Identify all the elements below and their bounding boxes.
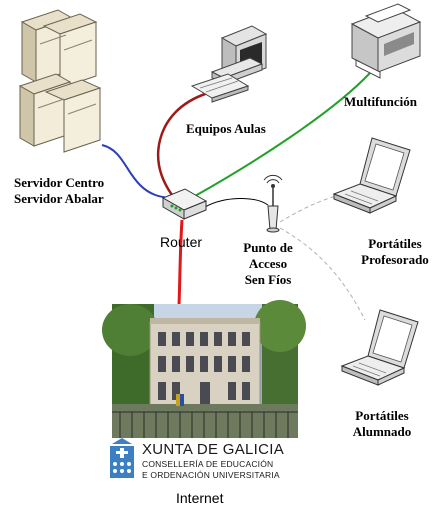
xunta-emblem-icon — [107, 438, 137, 481]
label-portatiles-alumnado: Portátiles Alumnado — [340, 408, 424, 440]
label-punto-acceso-line3: Sen Fíos — [244, 272, 292, 287]
label-servidor: Servidor Centro Servidor Abalar — [14, 175, 104, 207]
label-servidor-line1: Servidor Centro — [14, 175, 105, 190]
label-portatiles-profesorado-line2: Profesorado — [361, 252, 429, 267]
link-multifuncion-router — [194, 72, 371, 197]
label-portatiles-profesorado-line1: Portátiles — [368, 236, 422, 251]
label-punto-acceso-line2: Acceso — [248, 256, 288, 271]
desktop-computer-icon — [190, 25, 268, 103]
router-icon — [161, 188, 208, 220]
label-punto-acceso-line1: Punto de — [243, 240, 293, 255]
label-servidor-line2: Servidor Abalar — [14, 191, 104, 206]
label-portatiles-profesorado: Portátiles Profesorado — [352, 236, 438, 268]
label-portatiles-alumnado-line1: Portátiles — [355, 408, 409, 423]
logo-title: XUNTA DE GALICIA — [142, 441, 285, 458]
label-router: Router — [160, 234, 203, 250]
link-equipos-router — [156, 91, 209, 196]
wireless-link-profesorado — [279, 194, 341, 223]
printer-icon — [350, 3, 422, 79]
server-icon — [18, 9, 102, 153]
label-punto-acceso: Punto de Acceso Sen Fíos — [230, 240, 306, 288]
label-equipos-aulas: Equipos Aulas — [186, 121, 266, 136]
label-internet: Internet — [176, 490, 224, 506]
logo-line2: E ORDENACIÓN UNIVERSITARIA — [142, 470, 280, 480]
label-multifuncion: Multifunción — [344, 94, 417, 109]
logo-line1: CONSELLERÍA DE EDUCACIÓN — [142, 459, 274, 469]
laptop-alumnado-icon — [340, 309, 419, 386]
label-portatiles-alumnado-line2: Alumnado — [352, 424, 412, 439]
building-photo — [102, 300, 306, 438]
link-internet-router — [177, 219, 184, 306]
link-punto-acceso-router — [204, 198, 269, 208]
access-point-icon — [263, 174, 283, 233]
laptop-profesorado-icon — [332, 137, 411, 214]
link-servidor-router — [101, 144, 171, 199]
